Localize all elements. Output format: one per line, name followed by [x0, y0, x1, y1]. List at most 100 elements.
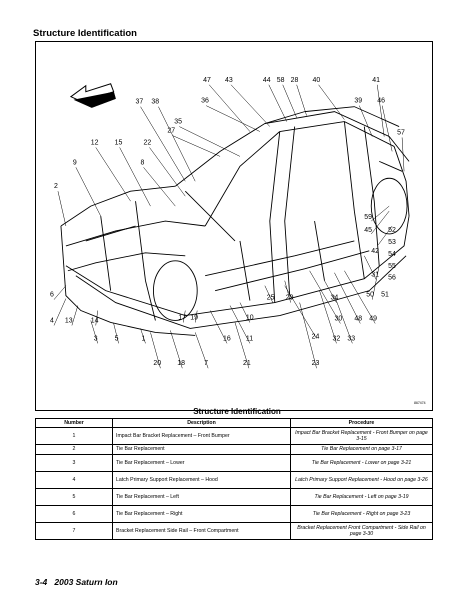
table-header-row: Number Description Procedure: [35, 418, 433, 428]
row-description: Impact Bar Bracket Replacement – Front B…: [112, 427, 291, 445]
row-number: 5: [35, 488, 113, 506]
row-number: 4: [35, 471, 113, 489]
callout: 42: [371, 248, 379, 255]
callout: 9: [73, 159, 77, 166]
callout: 50: [366, 292, 374, 299]
callout: 15: [115, 139, 123, 146]
callout: 36: [201, 98, 209, 105]
callout: 10: [246, 314, 254, 321]
callout: 34: [330, 295, 338, 302]
front-direction-arrow: [69, 83, 116, 108]
callout: 44: [263, 77, 271, 84]
callout: 6: [50, 292, 54, 299]
car-body-outline: [60, 106, 410, 336]
callout: 55: [388, 263, 396, 270]
callout: 40: [313, 77, 321, 84]
table-row: 4 Latch Primary Support Replacement – Ho…: [35, 471, 433, 489]
callout: 43: [225, 77, 233, 84]
callout: 49: [369, 315, 377, 322]
callout: 21: [243, 360, 251, 367]
callout: 41: [372, 77, 380, 84]
column-header: Procedure: [290, 418, 433, 428]
callout: 47: [203, 77, 211, 84]
table-row: 7 Bracket Replacement Side Rail – Front …: [35, 522, 433, 540]
row-description: Tie Bar Replacement – Lower: [112, 454, 291, 472]
callout: 46: [377, 98, 385, 105]
table-row: 3 Tie Bar Replacement – Lower Tie Bar Re…: [35, 454, 433, 472]
callout: 57: [397, 129, 405, 136]
callout: 16: [223, 335, 231, 342]
row-procedure-link[interactable]: Impact Bar Bracket Replacement - Front B…: [290, 427, 433, 445]
callout: 4: [50, 317, 54, 324]
row-procedure-link[interactable]: Tie Bar Replacement - Left on page 3-19: [290, 488, 433, 506]
row-description: Latch Primary Support Replacement – Hood: [112, 471, 291, 489]
table-row: 1 Impact Bar Bracket Replacement – Front…: [35, 427, 433, 445]
row-description: Tie Bar Replacement – Right: [112, 505, 291, 523]
page-title: Structure Identification: [33, 28, 137, 39]
table-row: 5 Tie Bar Replacement – Left Tie Bar Rep…: [35, 488, 433, 506]
callout: 31: [371, 272, 379, 279]
callout: 52: [388, 227, 396, 234]
callout: 24: [312, 333, 320, 340]
callout: 35: [174, 119, 182, 126]
body-structure-diagram: 47 43 44 58 28 40 41 37 38 36 39 46 35 5…: [50, 77, 426, 405]
row-description: Bracket Replacement Side Rail – Front Co…: [112, 522, 291, 540]
callout: 45: [364, 227, 372, 234]
callout: 23: [312, 360, 320, 367]
callout: 3: [94, 335, 98, 342]
leader-lines: [53, 84, 405, 369]
callout: 51: [381, 292, 389, 299]
callout: 58: [277, 77, 285, 84]
row-procedure-link[interactable]: Tie Bar Replacement - Lower on page 3-21: [290, 454, 433, 472]
callout: 11: [246, 335, 253, 342]
callout: 19: [190, 314, 198, 321]
column-header: Number: [35, 418, 113, 428]
callout: 33: [347, 335, 355, 342]
callout: 17: [178, 314, 186, 321]
row-description: Tie Bar Replacement – Left: [112, 488, 291, 506]
callout: 22: [143, 139, 151, 146]
callout: 1: [142, 335, 146, 342]
row-procedure-link[interactable]: Tie Bar Replacement on page 3-17: [290, 444, 433, 455]
book-title: 2003 Saturn Ion: [54, 577, 118, 587]
callout: 29: [286, 295, 294, 302]
callout: 53: [388, 239, 396, 246]
row-number: 6: [35, 505, 113, 523]
callout: 27: [167, 128, 175, 135]
callout: 18: [177, 360, 185, 367]
row-procedure-link[interactable]: Latch Primary Support Replacement - Hood…: [290, 471, 433, 489]
callout: 59: [364, 214, 372, 221]
callout: 2: [54, 183, 58, 190]
callout: 30: [334, 315, 342, 322]
row-number: 7: [35, 522, 113, 540]
callout: 48: [354, 315, 362, 322]
row-number: 1: [35, 427, 113, 445]
callout: 13: [65, 317, 73, 324]
callout: 20: [153, 360, 161, 367]
table-title: Structure Identification: [193, 407, 281, 416]
row-procedure-link[interactable]: Tie Bar Replacement - Right on page 3-23: [290, 505, 433, 523]
callout: 14: [91, 317, 99, 324]
callout: 28: [291, 77, 299, 84]
callout: 56: [388, 275, 396, 282]
row-procedure-link[interactable]: Bracket Replacement Front Compartment - …: [290, 522, 433, 540]
callout: 54: [388, 251, 396, 258]
structure-figure: 47 43 44 58 28 40 41 37 38 36 39 46 35 5…: [35, 41, 433, 411]
callout: 7: [204, 360, 208, 367]
callout: 8: [141, 159, 145, 166]
table-row: 6 Tie Bar Replacement – Right Tie Bar Re…: [35, 505, 433, 523]
column-header: Description: [112, 418, 291, 428]
callout: 39: [354, 98, 362, 105]
table-row: 2 Tie Bar Replacement Tie Bar Replacemen…: [35, 444, 433, 455]
callout: 32: [332, 335, 340, 342]
figure-code: 867474: [414, 401, 426, 405]
row-number: 3: [35, 454, 113, 472]
callout: 5: [115, 335, 119, 342]
callout: 12: [91, 139, 99, 146]
callout-labels: 47 43 44 58 28 40 41 37 38 36 39 46 35 5…: [50, 77, 405, 367]
row-number: 2: [35, 444, 113, 455]
structure-table: Number Description Procedure 1 Impact Ba…: [35, 418, 433, 540]
callout: 25: [267, 295, 275, 302]
callout: 37: [136, 99, 144, 106]
page-number: 3-4: [35, 577, 48, 587]
